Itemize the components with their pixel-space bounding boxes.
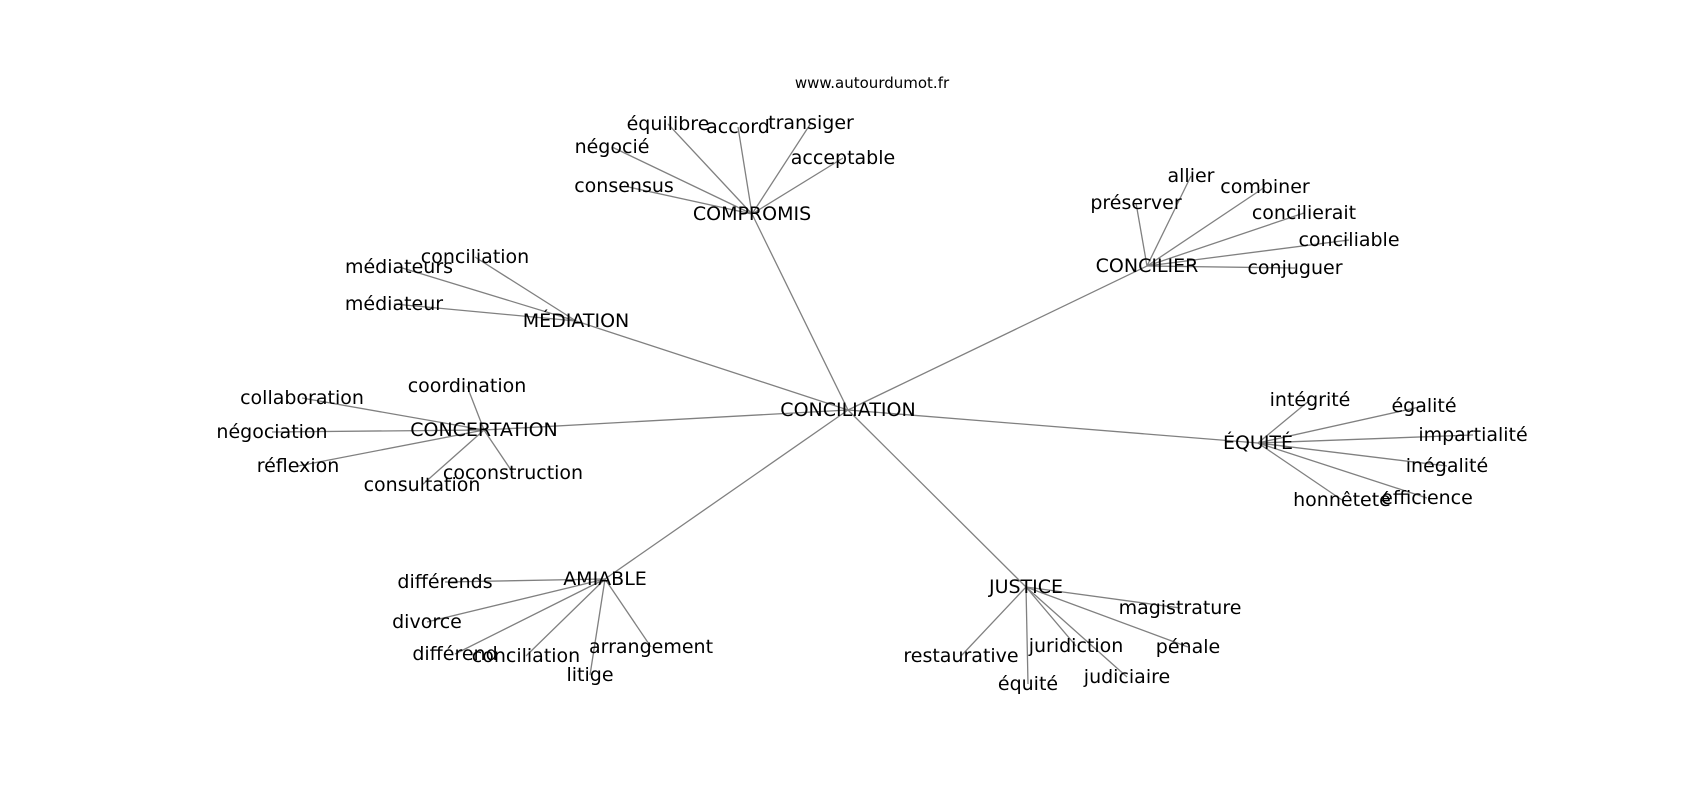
edge-concilier-preserver — [1135, 202, 1148, 267]
word-node-concertation-reflexion[interactable]: réflexion — [257, 455, 340, 477]
edge-compromis-transiger — [751, 122, 812, 215]
word-node-concertation-coordination[interactable]: coordination — [408, 375, 527, 397]
edge-concilier-conjuguer — [1146, 265, 1296, 269]
edge-root-equite — [847, 409, 1259, 444]
edge-root-amiable — [604, 409, 849, 580]
edge-concilier-conciliable — [1146, 239, 1350, 267]
label-layer: www.autourdumot.fr CONCILIATION COMPROMIS… — [216, 74, 1527, 695]
word-node-compromis-acceptable[interactable]: acceptable — [791, 147, 895, 169]
edge-equite-egalite — [1257, 405, 1425, 444]
word-node-justice-penale[interactable]: pénale — [1156, 636, 1220, 658]
word-node-compromis-transiger[interactable]: transiger — [768, 112, 854, 134]
edge-equite-impartialite — [1257, 434, 1474, 444]
edge-justice-juridiction — [1025, 586, 1077, 647]
source-watermark: www.autourdumot.fr — [795, 74, 950, 92]
hub-node-concertation[interactable]: CONCERTATION — [410, 419, 558, 441]
edge-root-mediation — [575, 320, 849, 411]
edge-equite-honnetete — [1257, 442, 1343, 501]
word-node-concilier-allier[interactable]: allier — [1168, 165, 1215, 187]
edge-root-justice — [847, 409, 1027, 588]
word-node-amiable-conciliation[interactable]: conciliation — [472, 645, 580, 667]
edge-concertation-collaboration — [301, 397, 485, 431]
word-node-justice-equite[interactable]: équité — [998, 673, 1058, 695]
word-node-compromis-accord[interactable]: accord — [706, 116, 770, 138]
edge-equite-inegalite — [1257, 442, 1448, 467]
edge-equite-integrite — [1257, 399, 1311, 444]
word-node-concertation-coconstruction[interactable]: coconstruction — [443, 462, 583, 484]
word-node-justice-juridiction[interactable]: juridiction — [1028, 635, 1124, 657]
word-node-equite-impartialite[interactable]: impartialité — [1418, 424, 1527, 446]
word-node-justice-magistrature[interactable]: magistrature — [1119, 597, 1242, 619]
edge-compromis-equilibre — [667, 123, 753, 215]
edge-justice-magistrature — [1025, 586, 1181, 609]
edge-mediation-conciliation — [474, 256, 577, 322]
edge-justice-penale — [1025, 586, 1189, 648]
word-node-equite-inegalite[interactable]: inégalité — [1406, 455, 1488, 477]
word-node-amiable-arrangement[interactable]: arrangement — [589, 636, 713, 658]
edge-layer — [271, 122, 1474, 685]
root-node[interactable]: CONCILIATION — [780, 399, 915, 421]
edge-amiable-conciliation — [525, 578, 606, 657]
hub-node-amiable[interactable]: AMIABLE — [563, 568, 647, 590]
word-node-concertation-consultation[interactable]: consultation — [364, 474, 481, 496]
edge-mediation-mediateur — [393, 303, 577, 322]
edge-justice-restaurative — [960, 586, 1027, 657]
edge-justice-judiciaire — [1025, 586, 1128, 678]
word-node-amiable-differend[interactable]: différend — [412, 643, 497, 665]
hub-node-mediation[interactable]: MÉDIATION — [523, 309, 630, 332]
word-node-mediation-mediateur[interactable]: médiateur — [345, 293, 443, 315]
word-node-equite-integrite[interactable]: intégrité — [1270, 389, 1351, 411]
hub-node-justice[interactable]: JUSTICE — [988, 576, 1063, 598]
edge-concertation-coconstruction — [483, 429, 514, 474]
word-node-concertation-collaboration[interactable]: collaboration — [240, 387, 364, 409]
word-node-justice-judiciaire[interactable]: judiciaire — [1083, 666, 1170, 688]
word-node-compromis-equilibre[interactable]: équilibre — [627, 113, 710, 135]
hub-node-concilier[interactable]: CONCILIER — [1096, 255, 1199, 277]
edge-amiable-arrangement — [604, 578, 652, 648]
edge-justice-equite — [1025, 586, 1029, 685]
hub-node-compromis[interactable]: COMPROMIS — [693, 203, 811, 225]
word-node-amiable-differends[interactable]: différends — [397, 571, 492, 593]
word-node-compromis-negocie[interactable]: négocié — [575, 136, 650, 158]
edge-amiable-differends — [444, 578, 606, 583]
edge-mediation-mediateurs — [398, 266, 577, 322]
word-node-justice-restaurative[interactable]: restaurative — [903, 645, 1018, 667]
edge-equite-efficience — [1257, 442, 1428, 499]
edge-amiable-litige — [589, 578, 606, 676]
edge-compromis-consensus — [623, 185, 753, 215]
word-node-concilier-conciliable[interactable]: conciliable — [1298, 229, 1399, 251]
edge-compromis-accord — [737, 126, 753, 215]
word-node-mediation-conciliation[interactable]: conciliation — [421, 246, 529, 268]
edge-concilier-combiner — [1146, 186, 1266, 267]
word-node-mediation-mediateurs[interactable]: médiateurs — [345, 256, 453, 278]
word-node-concilier-concilierait[interactable]: concilierait — [1252, 202, 1356, 224]
word-node-concilier-conjuguer[interactable]: conjuguer — [1247, 257, 1342, 279]
edge-concertation-negociation — [271, 429, 485, 433]
edge-concertation-reflexion — [297, 429, 485, 467]
word-node-concilier-preserver[interactable]: préserver — [1090, 192, 1181, 214]
edge-root-concilier — [847, 265, 1148, 411]
hub-node-equite[interactable]: ÉQUITÉ — [1223, 431, 1293, 454]
edge-amiable-differend — [454, 578, 606, 655]
word-node-equite-honnetete[interactable]: honnêteté — [1293, 489, 1391, 511]
edge-concertation-consultation — [421, 429, 485, 486]
word-node-amiable-litige[interactable]: litige — [566, 664, 613, 686]
word-node-concilier-combiner[interactable]: combiner — [1220, 176, 1310, 198]
word-node-compromis-consensus[interactable]: consensus — [574, 175, 674, 197]
edge-concilier-concilierait — [1146, 212, 1305, 267]
edge-root-compromis — [751, 213, 849, 411]
word-node-equite-efficience[interactable]: efficience — [1381, 487, 1473, 509]
edge-amiable-divorce — [426, 578, 606, 623]
edge-concilier-allier — [1146, 175, 1192, 267]
edge-compromis-negocie — [611, 146, 753, 215]
word-node-equite-egalite[interactable]: égalité — [1391, 395, 1456, 417]
edge-concertation-coordination — [466, 385, 485, 431]
word-node-concertation-negociation[interactable]: négociation — [216, 421, 327, 443]
edge-compromis-acceptable — [751, 157, 844, 215]
word-node-amiable-divorce[interactable]: divorce — [392, 611, 462, 633]
edge-root-concertation — [483, 409, 849, 431]
